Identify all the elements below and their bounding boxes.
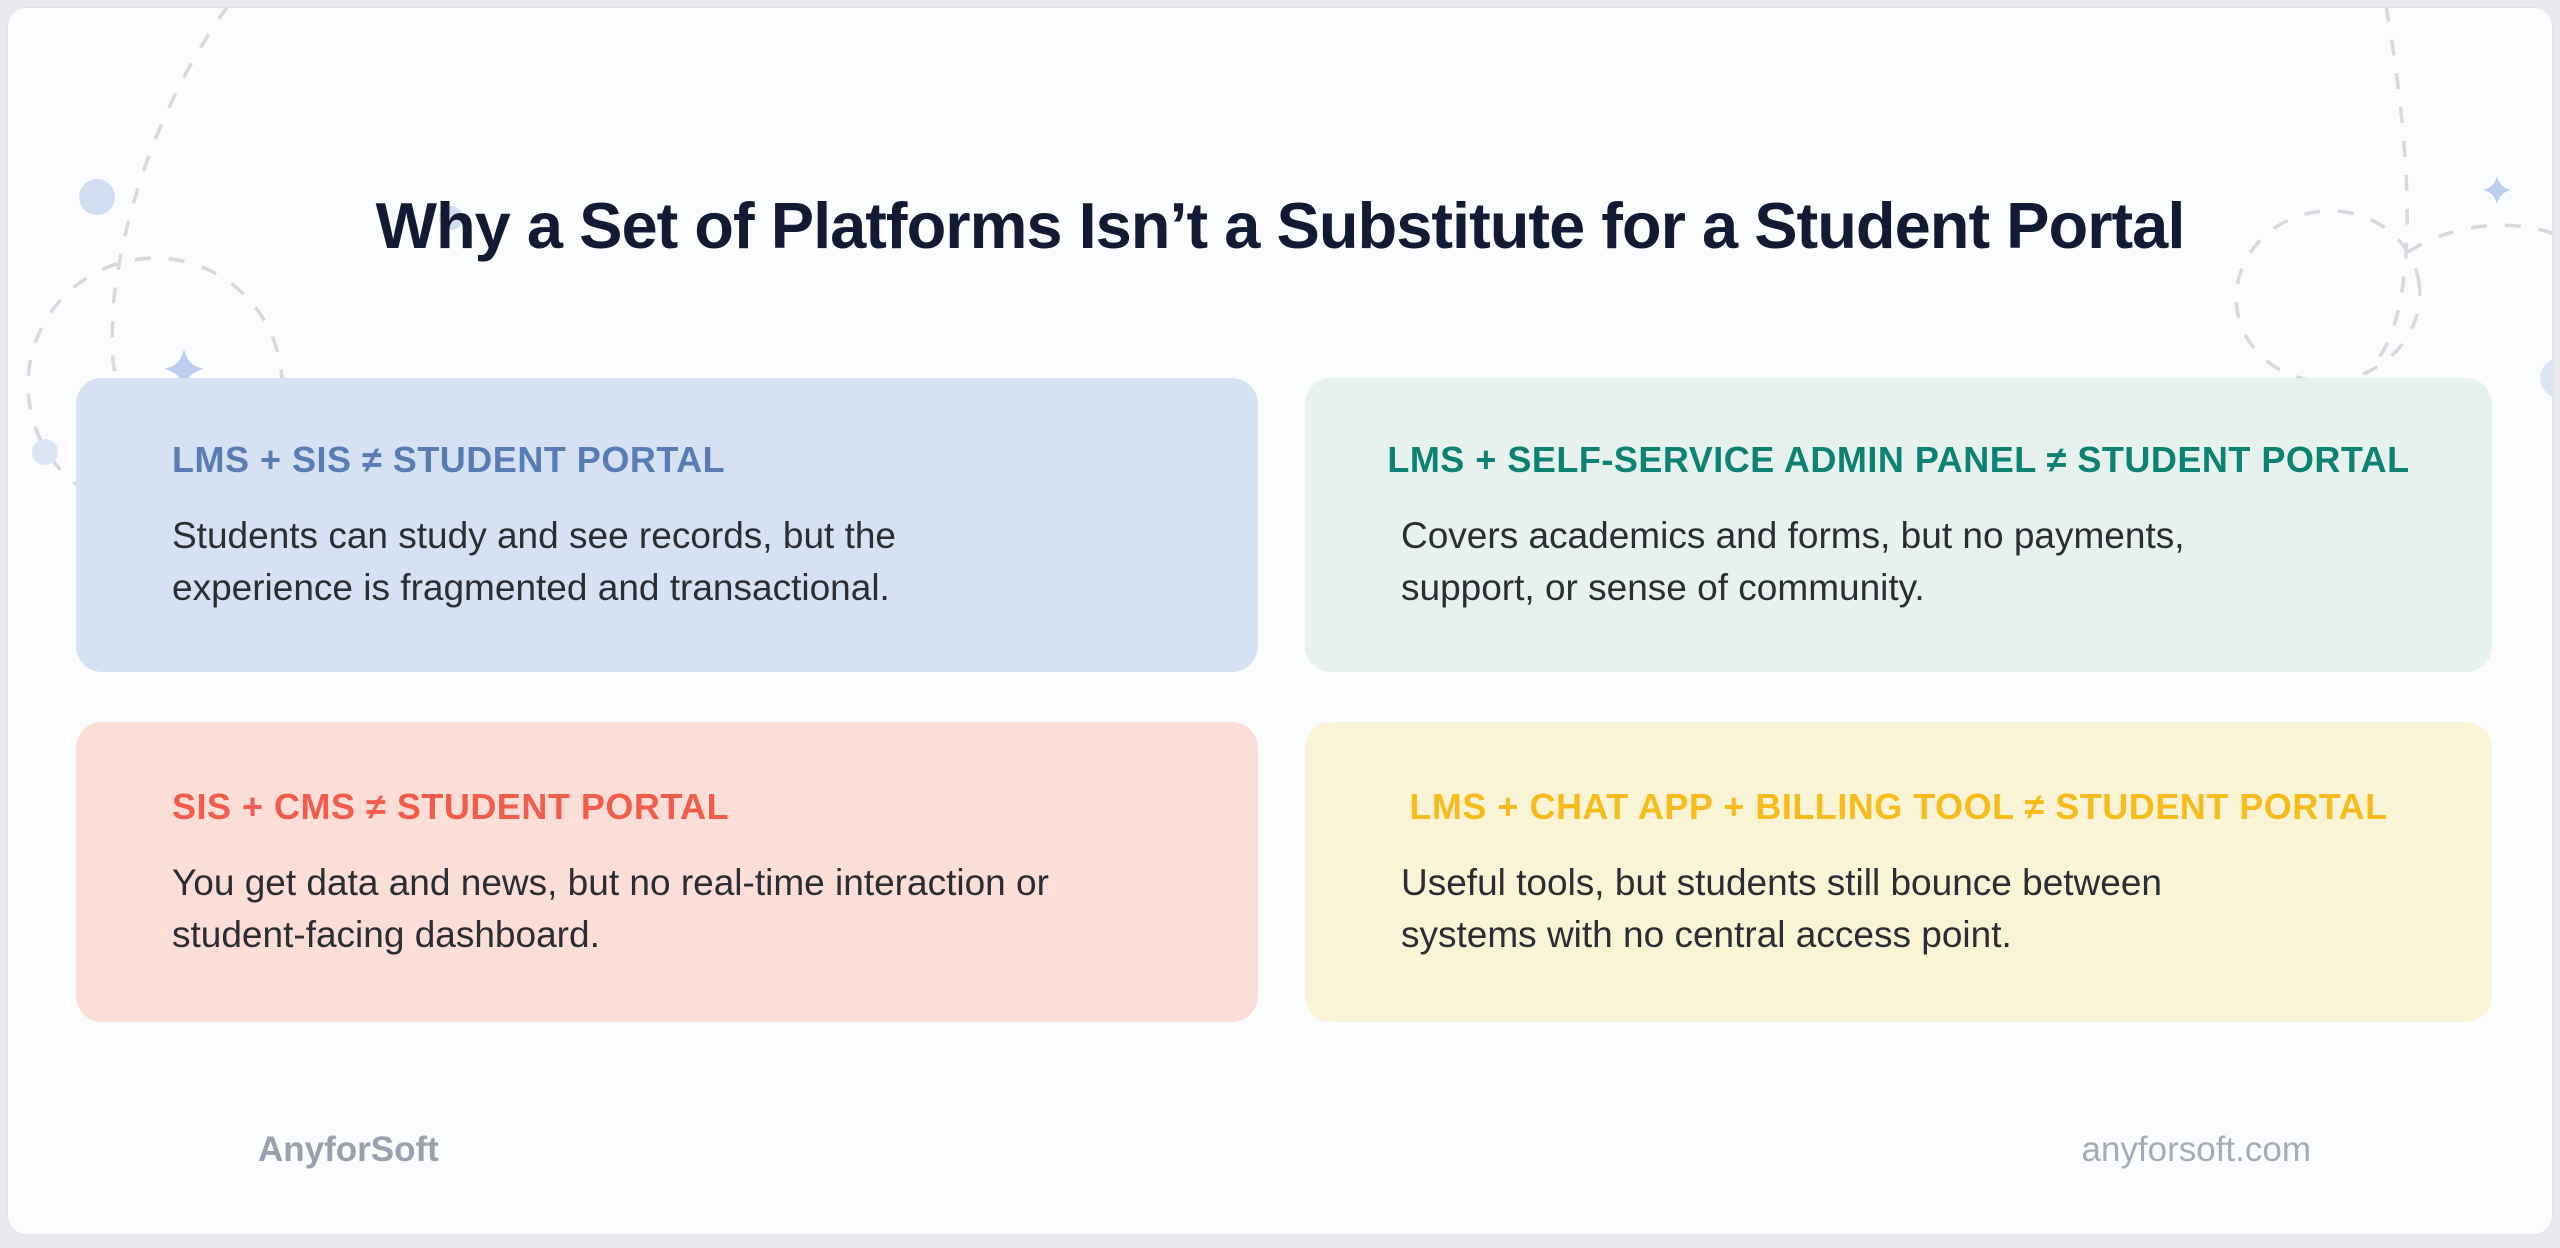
brand-watermark: AnyforSoft bbox=[258, 1130, 439, 1169]
card-body-line: Useful tools, but students still bounce … bbox=[1401, 861, 2163, 903]
card-body-lms-sis: Students can study and see records, but … bbox=[172, 510, 1162, 614]
card-body-line: systems with no central access point. bbox=[1401, 913, 2012, 955]
card-lms-sis: LMS + SIS ≠ STUDENT PORTAL Students can … bbox=[76, 378, 1258, 672]
card-body-line: support, or sense of community. bbox=[1401, 566, 1925, 608]
dot-decoration-right-edge bbox=[2540, 359, 2552, 397]
card-body-line: You get data and news, but no real-time … bbox=[172, 861, 1049, 903]
card-heading-lms-chat-app-billing-tool: LMS + CHAT APP + BILLING TOOL ≠ STUDENT … bbox=[1409, 785, 2388, 827]
card-sis-cms: SIS + CMS ≠ STUDENT PORTAL You get data … bbox=[76, 722, 1258, 1022]
website-url: anyforsoft.com bbox=[2081, 1130, 2311, 1169]
infographic-title: Why a Set of Platforms Isn’t a Substitut… bbox=[375, 189, 2186, 262]
card-body-line: Students can study and see records, but … bbox=[172, 514, 897, 556]
card-heading-lms-self-service-admin-panel: LMS + SELF-SERVICE ADMIN PANEL ≠ STUDENT… bbox=[1387, 438, 2410, 480]
card-body-lms-chat-app-billing-tool: Useful tools, but students still bounce … bbox=[1401, 857, 2396, 961]
card-heading-lms-sis: LMS + SIS ≠ STUDENT PORTAL bbox=[172, 438, 726, 480]
card-body-line: Covers academics and forms, but no payme… bbox=[1401, 514, 2185, 556]
dot-decoration-left-edge bbox=[32, 439, 58, 465]
card-body-line: student-facing dashboard. bbox=[172, 913, 600, 955]
card-body-sis-cms: You get data and news, but no real-time … bbox=[172, 857, 1162, 961]
card-body-lms-self-service-admin-panel: Covers academics and forms, but no payme… bbox=[1401, 510, 2396, 614]
card-lms-self-service-admin-panel: LMS + SELF-SERVICE ADMIN PANEL ≠ STUDENT… bbox=[1305, 378, 2492, 672]
card-body-line: experience is fragmented and transaction… bbox=[172, 566, 890, 608]
card-lms-chat-app-billing-tool: LMS + CHAT APP + BILLING TOOL ≠ STUDENT … bbox=[1305, 722, 2492, 1022]
infographic-canvas: Why a Set of Platforms Isn’t a Substitut… bbox=[8, 8, 2552, 1234]
card-heading-sis-cms: SIS + CMS ≠ STUDENT PORTAL bbox=[172, 785, 730, 827]
